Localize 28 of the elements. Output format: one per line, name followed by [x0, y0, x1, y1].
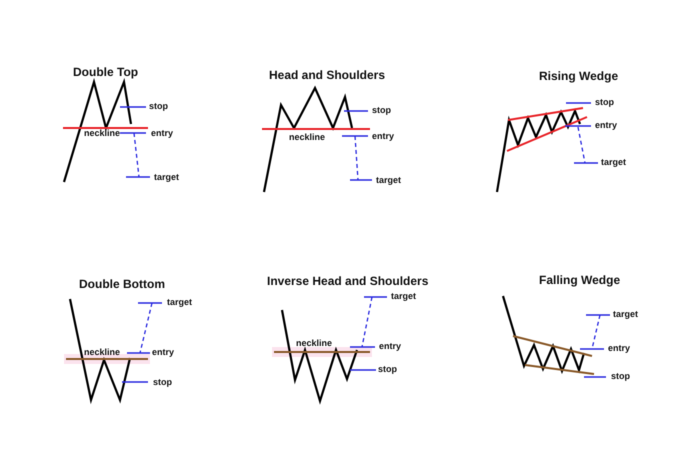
- chart-annotation: stop: [372, 106, 391, 116]
- chart-annotation: target: [613, 310, 638, 320]
- chart-annotation: neckline: [289, 133, 326, 142]
- chart-annotation: entry: [608, 344, 630, 354]
- pattern-title: Double Bottom: [79, 278, 165, 290]
- pattern-title: Falling Wedge: [539, 274, 620, 286]
- chart-annotation: target: [154, 173, 180, 182]
- chart-annotation: neckline: [296, 339, 332, 348]
- chart-annotation: entry: [372, 132, 394, 142]
- chart-annotation: target: [601, 158, 626, 168]
- chart-annotation: target: [376, 176, 402, 186]
- chart-annotation: entry: [595, 121, 618, 130]
- chart-annotation: entry: [152, 348, 174, 358]
- pattern-title: Head and Shoulders: [269, 69, 386, 82]
- chart-annotation: stop: [611, 372, 630, 382]
- chart-annotation: stop: [595, 98, 614, 108]
- chart-annotation: target: [167, 298, 192, 308]
- chart-annotation: neckline: [84, 129, 120, 138]
- chart-annotation: stop: [378, 365, 397, 374]
- chart-annotation: entry: [379, 342, 402, 352]
- chart-annotation: stop: [153, 378, 172, 388]
- chart-annotation: target: [391, 292, 416, 302]
- pattern-title: Inverse Head and Shoulders: [267, 275, 428, 288]
- chart-annotation: stop: [149, 102, 168, 112]
- chart-annotation: entry: [151, 129, 174, 138]
- pattern-title: Rising Wedge: [539, 70, 618, 82]
- chart-annotation: neckline: [84, 348, 120, 358]
- pattern-title: Double Top: [73, 66, 138, 78]
